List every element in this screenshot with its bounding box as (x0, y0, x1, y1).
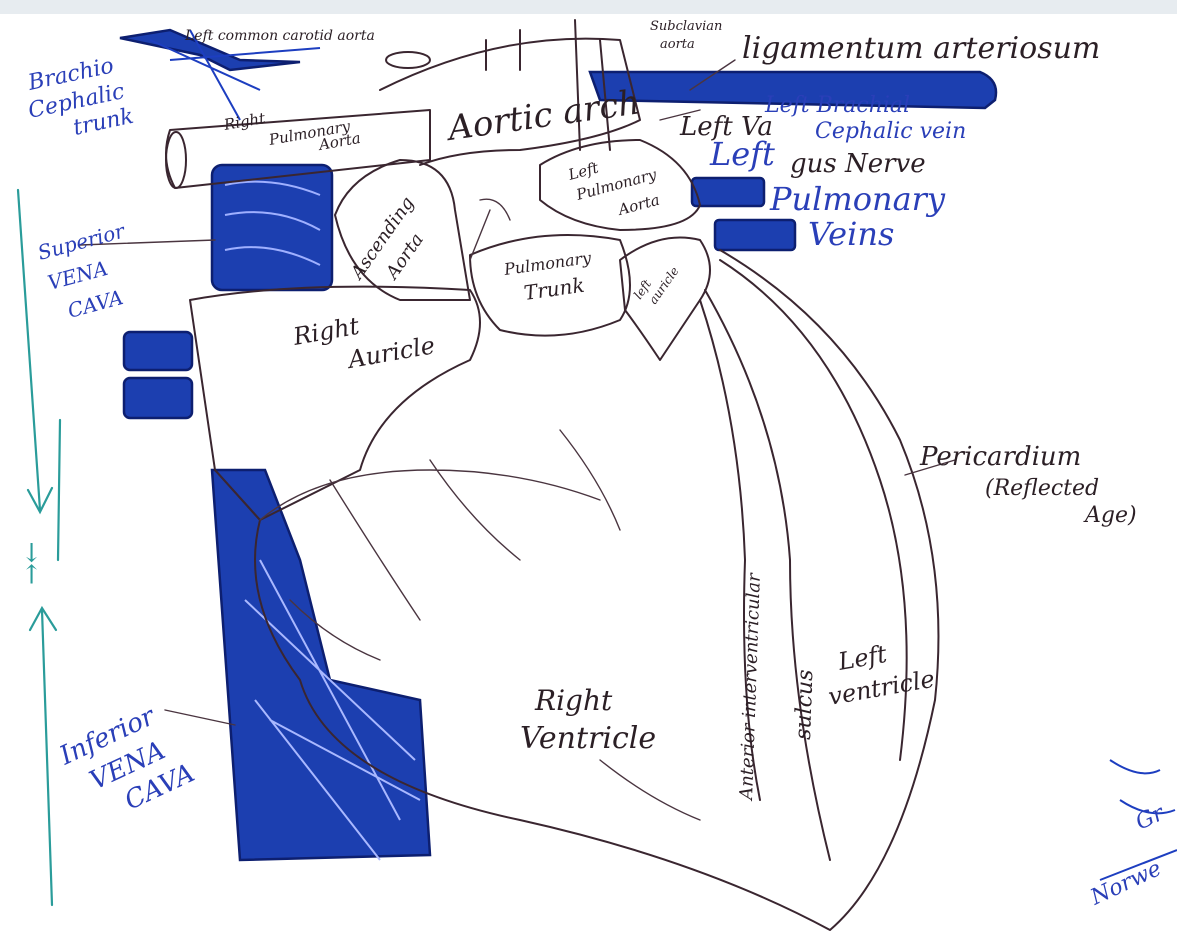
label-left-ventricle-1: Left (835, 640, 889, 676)
label-sulcus: sulcus (791, 669, 818, 740)
interventricular-line-2 (705, 290, 830, 860)
label-corner-fragment-2: Gr (1132, 800, 1169, 835)
label-svc-1: Superior (35, 218, 128, 265)
label-aortic-arch: Aortic arch (443, 82, 643, 149)
label-pulmonary-trunk-2: Trunk (522, 273, 586, 305)
label-left-vagus-2: gus Nerve (790, 149, 926, 179)
label-pericardium-3: Age) (1083, 503, 1137, 528)
label-left-brachiocephalic-vein-1: Left Brachial (764, 93, 910, 118)
left-pulmonary-vein-lower (715, 220, 795, 250)
label-corner-fragment-1: Norwe (1086, 856, 1165, 911)
right-pulmonary-vein-upper (124, 332, 192, 370)
right-pulmonary-artery-end (166, 132, 186, 188)
label-ligamentum-arteriosum: ligamentum arteriosum (742, 31, 1100, 66)
arrow-down-shaft (18, 190, 40, 510)
label-right-ventricle-2: Ventricle (520, 721, 656, 756)
vagus-curl (470, 199, 510, 260)
label-left-pulmonary-aorta-3: Aorta (614, 191, 661, 220)
label-subclavian-1: Subclavian (650, 19, 722, 34)
label-left-pulmonary-veins-2: Pulmonary (769, 180, 946, 218)
scan-edge (0, 0, 1177, 14)
lower-curve (600, 760, 700, 820)
label-anterior-interventricular: Anterior interventricular (736, 572, 765, 803)
inferior-vena-cava-shape (212, 470, 430, 860)
ascending-aorta-shape (335, 160, 470, 300)
label-left-pulmonary-veins-1: Left (709, 135, 775, 173)
label-arrow-mark: →← (17, 541, 47, 585)
carotid-branch-top (386, 52, 430, 68)
label-pericardium-1: Pericardium (919, 442, 1081, 472)
labels: Brachio Cephalic trunk Left common carot… (17, 19, 1169, 911)
label-subclavian-2: aorta (660, 37, 695, 52)
label-left-common-carotid: Left common carotid aorta (184, 28, 375, 44)
left-auricle-shape (620, 238, 710, 361)
label-left-pulmonary-veins-3: Veins (808, 215, 894, 253)
label-left-brachiocephalic-vein-2: Cephalic vein (815, 119, 966, 144)
label-right-ventricle-1: Right (534, 684, 613, 717)
right-pulmonary-vein-lower (124, 378, 192, 418)
left-pulmonary-vein-upper (692, 178, 764, 206)
label-svc-2: VENA (45, 256, 110, 295)
arrow-up-shaft (42, 610, 52, 905)
label-svc-3: CAVA (65, 285, 126, 323)
ivc-leader (165, 710, 235, 725)
label-right-pulmonary-1: Right (222, 109, 268, 134)
label-pericardium-2: (Reflected (985, 476, 1099, 501)
side-bracket-line (58, 420, 60, 560)
